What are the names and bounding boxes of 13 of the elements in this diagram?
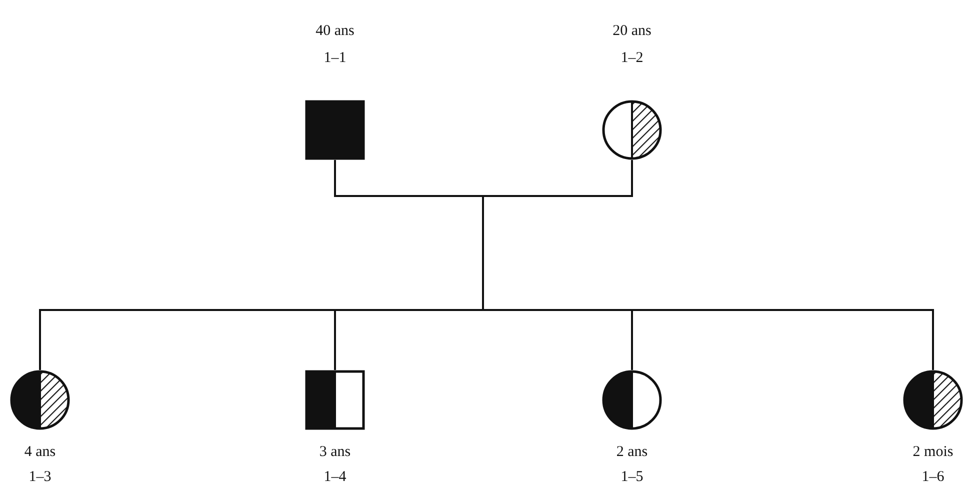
age-label: 2 ans bbox=[615, 443, 649, 461]
age-label: 40 ans bbox=[314, 22, 356, 40]
individual-id-label: 1–4 bbox=[322, 468, 348, 486]
individual-id-label: 1–3 bbox=[28, 468, 52, 486]
individual-id-label: 1–5 bbox=[620, 468, 644, 486]
age-label: 2 mois bbox=[912, 443, 954, 461]
individual-id-label: 1–1 bbox=[322, 49, 348, 67]
individual-id-label: 1–6 bbox=[920, 468, 946, 486]
individual-id-label: 1–2 bbox=[620, 49, 644, 67]
age-label: 20 ans bbox=[612, 22, 652, 40]
age-label: 4 ans bbox=[23, 443, 57, 461]
age-label: 3 ans bbox=[318, 443, 352, 461]
pedigree-line bbox=[334, 160, 633, 197]
